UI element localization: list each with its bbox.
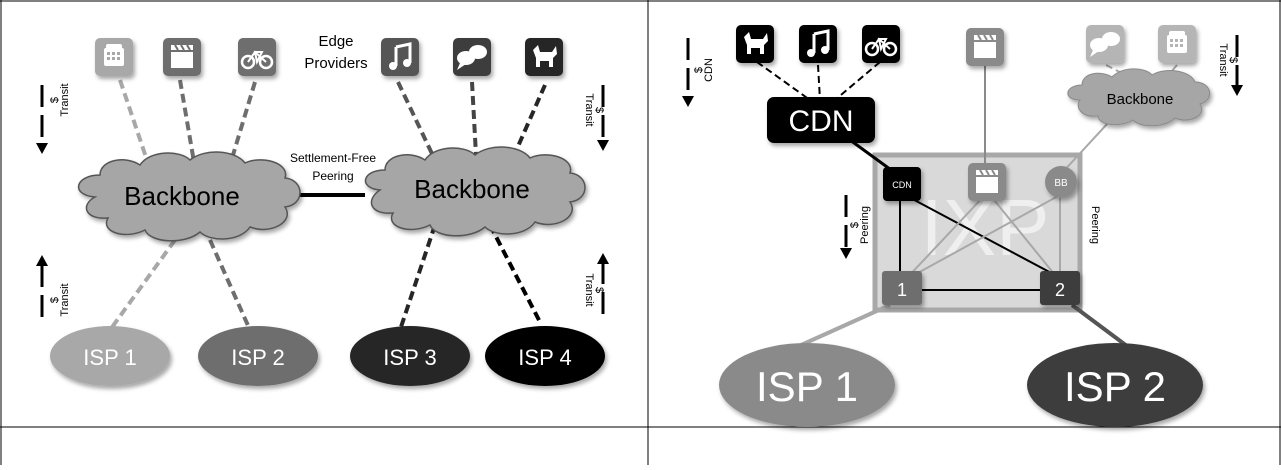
router-1-node [882, 271, 922, 305]
backbone-left-label: Backbone [124, 181, 240, 211]
dollar-label: $ [49, 297, 61, 303]
phone-icon [1158, 25, 1196, 63]
peering-left-label: Peering [859, 206, 871, 244]
dollar-label: $ [49, 97, 61, 103]
edge-providers-label-1: Edge [318, 33, 353, 50]
link-phone-backbone [118, 79, 154, 176]
transit-arrow-bottom-right: Transit $ [583, 253, 609, 322]
mesh-cdn-r2 [904, 194, 1056, 276]
dog-icon [525, 38, 563, 76]
link-bike-backbone [228, 81, 257, 166]
transit-arrow-top-right: Transit $ [583, 85, 609, 151]
cdn-side-label: CDN [703, 58, 715, 82]
link-music-cdn [817, 64, 821, 101]
bicycle-icon [238, 38, 276, 76]
clapperboard-icon [968, 163, 1006, 201]
link-backbone-isp3 [398, 224, 437, 331]
ixp-cdn-label: CDN [892, 180, 912, 190]
cdn-node [767, 97, 875, 143]
chat-bubbles-icon [453, 38, 491, 76]
peering-label-line-2: Peering [312, 169, 353, 183]
mesh-bb-r1 [904, 194, 1061, 281]
left-panel: Backbone Backbone Settlement-Free Peerin… [36, 33, 609, 386]
transit-arrow: Transit $ [1217, 35, 1243, 96]
isp-1-label: ISP 1 [83, 345, 136, 370]
isp-2-label: ISP 2 [1064, 363, 1166, 410]
isp-1-label: ISP 1 [756, 363, 858, 410]
router-2-label: 2 [1055, 280, 1065, 300]
router-1-label: 1 [897, 280, 907, 300]
bb-label: BB [1054, 178, 1068, 189]
chat-bubbles-icon [1086, 25, 1124, 63]
dollar-label: $ [849, 222, 861, 228]
peering-right-label: Peering [1089, 206, 1101, 244]
isp-3-node [350, 326, 470, 386]
isp-2-label: ISP 2 [231, 345, 284, 370]
backbone-right-label: Backbone [414, 174, 530, 204]
music-note-icon [381, 38, 419, 76]
dog-icon [736, 25, 774, 63]
router-2-node [1040, 271, 1080, 305]
isp-1-node [719, 343, 895, 427]
link-bike-cdn [834, 61, 881, 101]
dollar-label: $ [693, 67, 705, 73]
link-backbone-isp2 [208, 239, 252, 331]
transit-label: Transit [583, 273, 595, 306]
transit-label: Transit [59, 83, 71, 116]
clapperboard-icon [966, 28, 1004, 66]
backbone-cloud-right [364, 146, 586, 237]
peering-arrow: $ Peering [840, 195, 871, 259]
transit-arrow-top-left: $ Transit [36, 83, 71, 154]
isp-2-node [1027, 343, 1203, 427]
transit-label: Transit [1217, 43, 1229, 76]
transit-label: Transit [59, 283, 71, 316]
mesh-film-r2 [989, 194, 1056, 276]
clapperboard-icon [163, 38, 201, 76]
isp-3-label: ISP 3 [383, 345, 436, 370]
link-music-backbone [396, 81, 437, 161]
cdn-label: CDN [789, 105, 854, 138]
dollar-label: $ [593, 107, 605, 113]
backbone-cloud [1067, 68, 1210, 127]
link-backbone-isp1 [108, 238, 177, 332]
transit-arrow-bottom-left: $ Transit [36, 255, 71, 325]
dollar-label: $ [593, 287, 605, 293]
backbone-cloud-left [77, 151, 301, 242]
right-panel: IXP [682, 25, 1243, 427]
edge-providers-label-2: Providers [304, 55, 367, 72]
peering-label-line-1: Settlement-Free [290, 151, 376, 165]
link-dog-cdn [756, 61, 811, 101]
link-chat-backbone [470, 81, 478, 156]
bicycle-icon [862, 25, 900, 63]
mesh-film-r1 [904, 194, 986, 281]
ixp-cdn-node [883, 167, 921, 201]
dollar-label: $ [1227, 57, 1239, 63]
transit-label: Transit [583, 93, 595, 126]
isp-1-node [50, 326, 170, 386]
music-note-icon [799, 25, 837, 63]
link-r1-isp1 [789, 303, 891, 352]
isp-4-node [485, 326, 605, 386]
link-film-backbone [178, 79, 197, 169]
bb-node [1045, 166, 1077, 198]
backbone-label: Backbone [1107, 91, 1174, 108]
cdn-arrow: $ CDN [682, 38, 715, 107]
isp-4-label: ISP 4 [518, 345, 571, 370]
isp-2-node [198, 326, 318, 386]
phone-icon [95, 38, 133, 76]
link-backbone-isp4 [488, 224, 542, 323]
